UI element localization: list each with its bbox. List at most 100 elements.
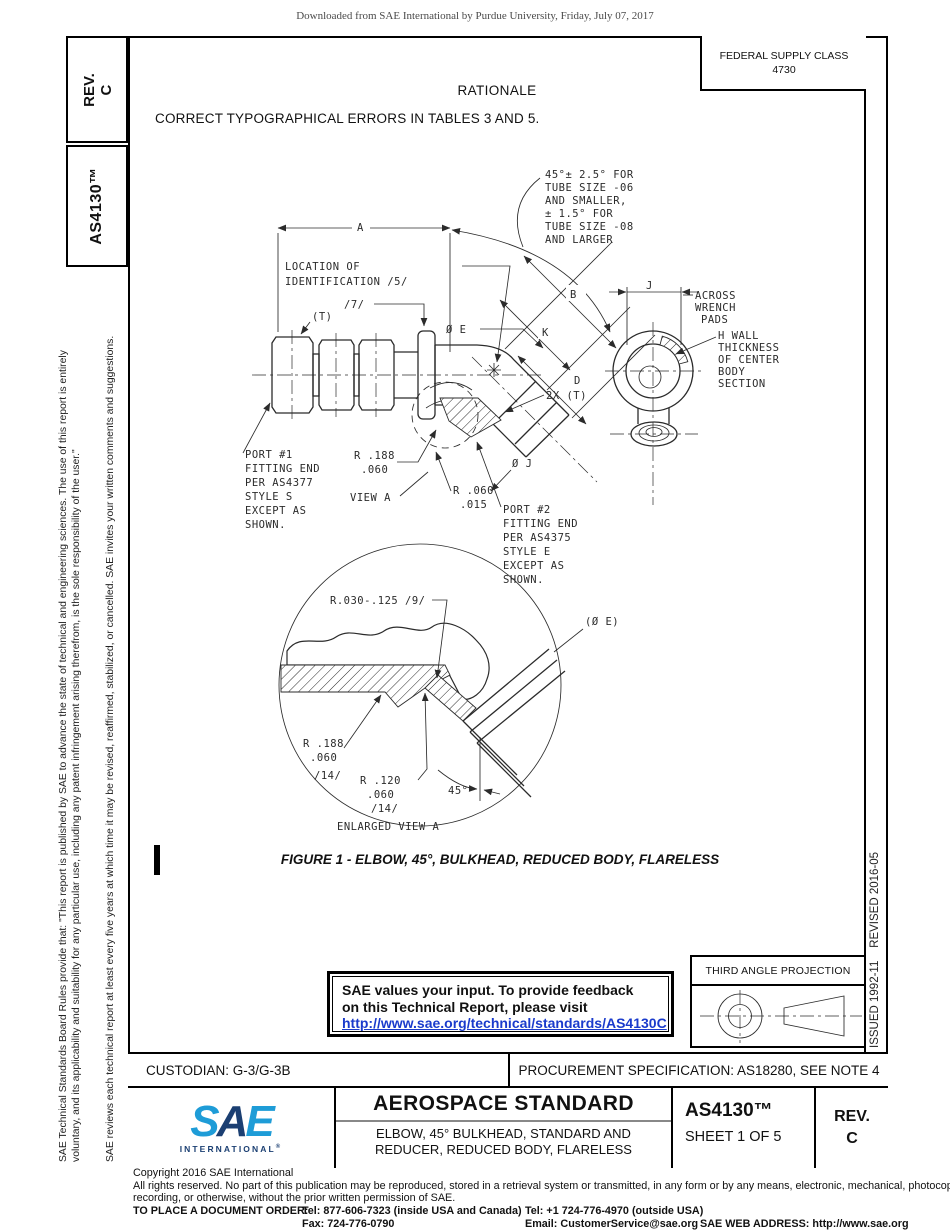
footer-tel-outside: Tel: +1 724-776-4970 (outside USA) — [525, 1205, 704, 1217]
port2-line: STYLE E — [503, 546, 551, 558]
revision-label: REV. — [834, 1108, 870, 1125]
disclaimer-line-3: SAE reviews each technical report at lea… — [105, 335, 116, 1162]
footer-order-label: TO PLACE A DOCUMENT ORDER: — [133, 1205, 309, 1217]
dim-label-k: K — [542, 327, 549, 339]
sae-logo-e: E — [245, 1097, 274, 1146]
tolerance-note-line: AND LARGER — [545, 234, 613, 246]
document-title: ELBOW, 45° BULKHEAD, STANDARD AND REDUCE… — [336, 1126, 671, 1158]
document-title-line-2: REDUCER, REDUCED BODY, FLARELESS — [375, 1142, 632, 1157]
r030-label: R.030-.125 /9/ — [330, 595, 426, 607]
port2-line: PORT #2 — [503, 504, 551, 516]
main-view-geometry — [252, 330, 598, 483]
across-wrench-line: ACROSS — [695, 290, 736, 302]
port1-line: PORT #1 — [245, 449, 293, 461]
title-block: SAE INTERNATIONAL® AEROSPACE STANDARD EL… — [128, 1088, 888, 1168]
r060-line: R .060 — [453, 485, 494, 497]
across-wrench-line: PADS — [701, 314, 728, 326]
deg45-label: 45° — [448, 785, 468, 797]
feedback-link[interactable]: http://www.sae.org/technical/standards/A… — [342, 1015, 667, 1031]
dim-label-j: J — [646, 280, 653, 292]
sae-logo-subtext: INTERNATIONAL® — [180, 1144, 283, 1154]
disclaimer-line-1: SAE Technical Standards Board Rules prov… — [58, 350, 69, 1162]
registered-mark: ® — [275, 1144, 283, 1151]
footer-web: SAE WEB ADDRESS: http://www.sae.org — [700, 1218, 909, 1230]
standard-number-box — [66, 145, 128, 267]
main-view-callouts: 45°± 2.5° FOR TUBE SIZE -06 AND SMALLER,… — [242, 169, 634, 586]
h-wall-line: OF CENTER — [718, 354, 780, 366]
procurement-cell: PROCUREMENT SPECIFICATION: AS18280, SEE … — [508, 1054, 888, 1086]
feedback-line-2: on this Technical Report, please visit — [342, 998, 588, 1015]
document-number-cell: AS4130™ SHEET 1 OF 5 — [671, 1088, 814, 1168]
figure-1-drawing: A B K D 45°± 2.5° FOR TUBE SIZE -06 AND … — [242, 169, 780, 833]
federal-supply-class-box: FEDERAL SUPPLY CLASS 4730 — [700, 36, 866, 91]
footer-email: Email: CustomerService@sae.org — [525, 1218, 699, 1230]
custodian-row: CUSTODIAN: G-3/G-3B PROCUREMENT SPECIFIC… — [128, 1052, 888, 1088]
r188-b-line: R .188 — [303, 738, 344, 750]
location-id-line: LOCATION OF — [285, 261, 360, 273]
r188-b-line: /14/ — [314, 770, 341, 782]
dia-e-label: Ø E — [446, 324, 466, 336]
enlarged-view-label: ENLARGED VIEW A — [337, 821, 440, 833]
enlarged-view-geometry: R.030-.125 /9/ (Ø E) R .188 .060 /14/ R … — [278, 543, 619, 833]
rationale-heading: RATIONALE — [457, 83, 537, 98]
t-ref-label: (T) — [312, 311, 332, 323]
feedback-line-1: SAE values your input. To provide feedba… — [342, 982, 634, 998]
document-type-cell: AEROSPACE STANDARD ELBOW, 45° BULKHEAD, … — [334, 1088, 671, 1168]
feedback-box-inner: SAE values your input. To provide feedba… — [332, 976, 669, 1032]
custodian-cell: CUSTODIAN: G-3/G-3B — [146, 1062, 291, 1078]
download-watermark: Downloaded from SAE International by Pur… — [296, 10, 654, 22]
federal-supply-class-label: FEDERAL SUPPLY CLASS — [719, 49, 849, 62]
document-title-line-1: ELBOW, 45° BULKHEAD, STANDARD AND — [376, 1126, 631, 1141]
port1-line: SHOWN. — [245, 519, 286, 531]
sae-logo: SAE INTERNATIONAL® — [128, 1088, 334, 1168]
sae-logo-international: INTERNATIONAL — [179, 1144, 276, 1154]
r120-line: R .120 — [360, 775, 401, 787]
federal-supply-class-value: 4730 — [772, 63, 796, 76]
port2-line: PER AS4375 — [503, 532, 571, 544]
footer-tel-inside: Tel: 877-606-7323 (inside USA and Canada… — [302, 1205, 522, 1217]
rev-box-label: REV. C — [81, 73, 115, 107]
tolerance-note-line: ± 1.5° FOR — [545, 208, 613, 220]
footer-fax: Fax: 724-776-0790 — [302, 1218, 395, 1230]
port2-line: FITTING END — [503, 518, 578, 530]
view-a-label: VIEW A — [350, 492, 391, 504]
sheet-number: SHEET 1 OF 5 — [685, 1129, 782, 1145]
footer-copyright: Copyright 2016 SAE International — [133, 1167, 294, 1179]
port1-line: PER AS4377 — [245, 477, 313, 489]
r120-line: /14/ — [371, 803, 398, 815]
document-type: AEROSPACE STANDARD — [336, 1088, 671, 1122]
footer-rights-2: recording, or otherwise, without the pri… — [133, 1192, 456, 1204]
rationale-body: CORRECT TYPOGRAPHICAL ERRORS IN TABLES 3… — [155, 111, 540, 126]
change-bar — [154, 845, 160, 875]
tolerance-note-line: TUBE SIZE -06 — [545, 182, 634, 194]
r188-top-line: R .188 — [354, 450, 395, 462]
flag7-label: /7/ — [344, 299, 364, 311]
tolerance-note-line: TUBE SIZE -08 — [545, 221, 634, 233]
dia-j-label: Ø J — [512, 458, 532, 470]
left-disclaimer: SAE Technical Standards Board Rules prov… — [57, 278, 121, 1162]
figure-caption: FIGURE 1 - ELBOW, 45°, BULKHEAD, REDUCED… — [280, 852, 720, 867]
right-column-divider — [864, 36, 866, 1054]
dim-label-b: B — [570, 289, 577, 301]
sae-logo-text: SAE — [190, 1100, 275, 1144]
port2-line: EXCEPT AS — [503, 560, 564, 572]
rev-box — [66, 36, 128, 143]
tolerance-note-line: 45°± 2.5° FOR — [545, 169, 634, 181]
document-number: AS4130™ — [685, 1100, 773, 1121]
tolerance-note-line: AND SMALLER, — [545, 195, 627, 207]
port1-line: FITTING END — [245, 463, 320, 475]
sae-logo-a: A — [216, 1097, 249, 1146]
r060-line: .015 — [460, 499, 487, 511]
third-angle-projection-title: THIRD ANGLE PROJECTION — [692, 957, 864, 986]
disclaimer-line-2: voluntary, and its applicability and sui… — [71, 449, 82, 1162]
third-angle-projection-box: THIRD ANGLE PROJECTION — [690, 955, 866, 1048]
port1-line: STYLE S — [245, 491, 293, 503]
dim-label-d: D — [574, 375, 581, 387]
footer-rights-1: All rights reserved. No part of this pub… — [133, 1180, 950, 1192]
end-view-geometry: J ACROSS WRENCH PADS H WALL THICKNESS OF… — [605, 276, 780, 505]
feedback-box: SAE values your input. To provide feedba… — [327, 971, 674, 1037]
sae-logo-s: S — [190, 1097, 219, 1146]
h-wall-line: BODY — [718, 366, 745, 378]
r188-top-line: .060 — [361, 464, 388, 476]
